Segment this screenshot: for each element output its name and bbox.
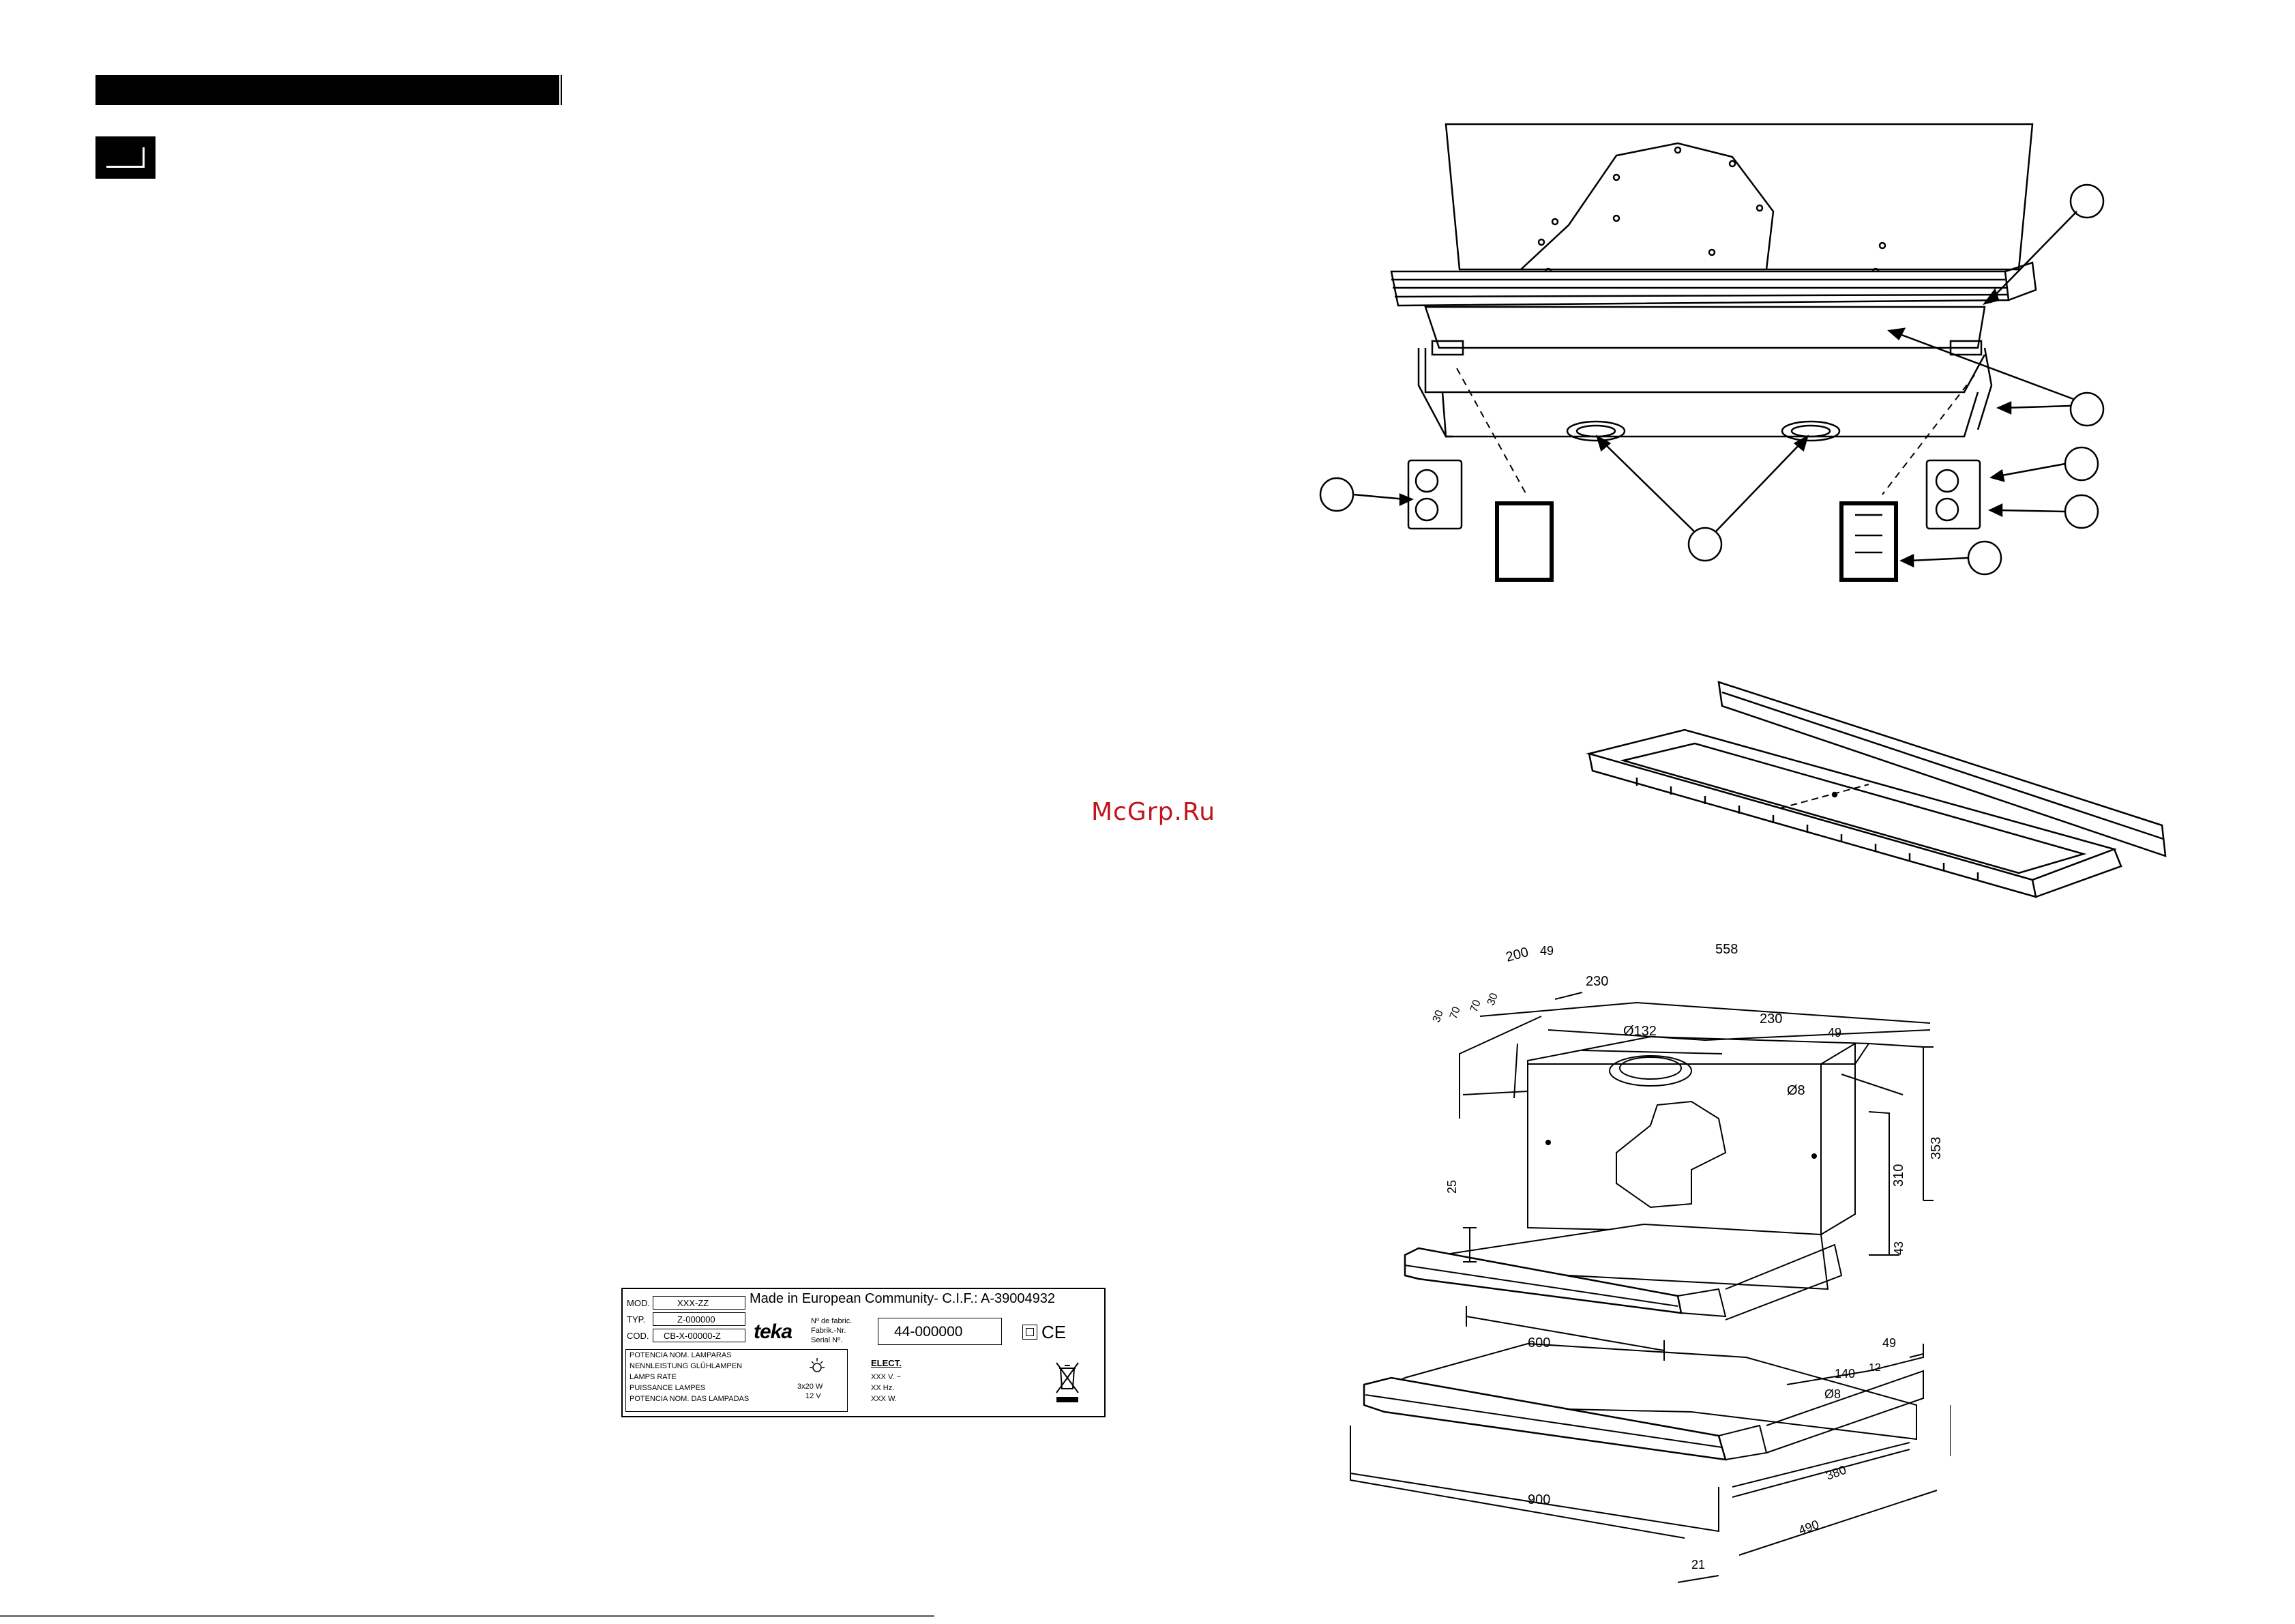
dim-21: 21 <box>1691 1558 1705 1571</box>
lamp-line-4: PUISSANCE LAMPES <box>630 1384 706 1392</box>
dim-49-right: 49 <box>1828 1026 1841 1039</box>
dim-900: 900 <box>1528 1492 1550 1507</box>
lamp-line-3: LAMPS RATE <box>630 1373 677 1381</box>
cod-label: COD. <box>627 1331 649 1341</box>
dim-30-b: 30 <box>1485 992 1500 1007</box>
dim-12: 12 <box>1869 1362 1881 1374</box>
dim-200: 200 <box>1505 945 1530 965</box>
lamp-voltage: 12 V <box>805 1392 821 1400</box>
elect-label: ELECT. <box>871 1358 902 1368</box>
dim-70-b: 70 <box>1468 999 1483 1014</box>
frame-rail-drawing <box>1586 681 2167 898</box>
mod-label: MOD. <box>627 1298 650 1308</box>
dim-43-upper: 43 <box>1892 1241 1906 1255</box>
dim-140: 140 <box>1835 1367 1855 1381</box>
dim-230-right: 230 <box>1760 1012 1782 1027</box>
elect-line-3: XXX W. <box>871 1395 897 1403</box>
typ-label: TYP. <box>627 1314 646 1325</box>
dim-d8-lower: Ø8 <box>1824 1387 1841 1401</box>
dim-d8: Ø8 <box>1787 1083 1805 1098</box>
dimensioned-hood-drawing: 200 49 558 230 230 30 70 70 30 Ø132 49 Ø… <box>1350 942 1951 1583</box>
cod-value: CB-X-00000-Z <box>664 1331 721 1341</box>
bottom-rule <box>0 1615 934 1617</box>
exploded-view-diagram <box>1319 123 2105 582</box>
dim-230-left: 230 <box>1586 974 1608 989</box>
dim-600: 600 <box>1528 1335 1550 1350</box>
made-in-text: Made in European Community- C.I.F.: A-39… <box>750 1291 1056 1306</box>
dim-380: 380 <box>1824 1463 1848 1483</box>
fabric-line-1: Nº de fabric. <box>811 1317 853 1325</box>
elect-line-1: XXX V. ~ <box>871 1373 901 1381</box>
typ-value: Z-000000 <box>677 1314 715 1325</box>
fabric-line-3: Serial Nº. <box>811 1336 843 1344</box>
dim-30-a: 30 <box>1431 1009 1446 1024</box>
ce-mark: CE <box>1041 1322 1067 1342</box>
section-marker <box>95 136 156 179</box>
dim-d132: Ø132 <box>1623 1024 1657 1039</box>
dim-310: 310 <box>1891 1164 1906 1187</box>
dim-25: 25 <box>1445 1180 1459 1194</box>
dim-70-a: 70 <box>1448 1005 1463 1021</box>
dim-490: 490 <box>1797 1518 1821 1537</box>
dim-49-top: 49 <box>1540 944 1554 958</box>
lamp-icon <box>810 1358 825 1372</box>
header-bar <box>95 75 563 105</box>
rating-plate: MOD. XXX-ZZ TYP. Z-000000 COD. CB-X-0000… <box>621 1288 1106 1417</box>
elect-line-2: XX Hz. <box>871 1384 895 1392</box>
watermark: McGrp.Ru <box>1091 798 1216 826</box>
dim-353: 353 <box>1929 1137 1944 1160</box>
lamp-line-2: NENNLEISTUNG GLÜHLAMPEN <box>630 1362 743 1370</box>
serial-number: 44-000000 <box>894 1324 963 1340</box>
lamp-power: 3x20 W <box>797 1383 823 1391</box>
weee-bin-icon <box>1056 1362 1079 1402</box>
mod-value: XXX-ZZ <box>677 1298 709 1308</box>
dim-558: 558 <box>1715 942 1738 957</box>
fabric-line-2: Fabrik.-Nr. <box>811 1327 846 1335</box>
lamp-line-5: POTENCIA NOM. DAS LAMPADAS <box>630 1395 750 1403</box>
lamp-line-1: POTENCIA NOM. LAMPARAS <box>630 1351 732 1359</box>
dim-49-lower: 49 <box>1882 1336 1896 1350</box>
teka-logo: teka <box>754 1320 793 1343</box>
